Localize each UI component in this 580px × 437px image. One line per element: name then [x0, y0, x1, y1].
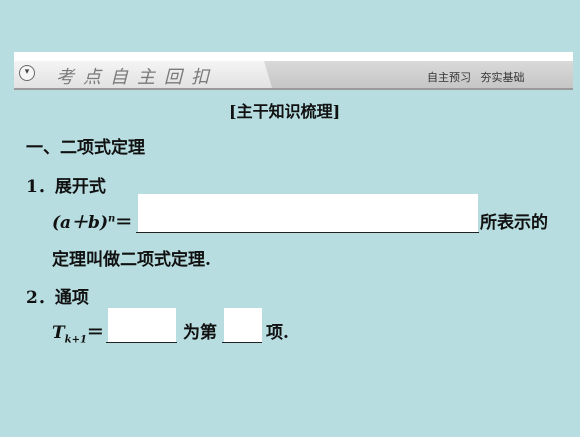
item2-mid: 为第: [183, 323, 217, 343]
item1-suffix: 所表示的: [480, 213, 548, 233]
answer-blank-general-term[interactable]: [108, 308, 176, 342]
banner-tab: [14, 61, 272, 88]
term-subscript: k+1: [64, 334, 87, 346]
item1-label: 1．展开式: [26, 177, 106, 197]
banner-divider: [14, 88, 573, 90]
item1-line2: 定理叫做二项式定理.: [52, 250, 211, 270]
heading-binomial-theorem: 一、二项式定理: [26, 138, 145, 158]
banner-title: 考点自主回扣: [56, 67, 218, 88]
blank-underline: [222, 342, 262, 343]
item2-label: 2．通项: [26, 288, 89, 308]
formula-exponent: n: [108, 213, 116, 225]
term-equals: ＝: [86, 323, 104, 343]
chevron-down-icon: ▾: [19, 65, 35, 81]
formula-equals: ＝: [115, 213, 133, 233]
blank-underline: [136, 232, 479, 233]
section-banner: ▾ 考点自主回扣 自主预习 夯实基础: [14, 52, 573, 90]
blank-underline: [106, 342, 177, 343]
term-T: T: [52, 323, 65, 343]
formula-text: (a＋b): [52, 213, 108, 233]
expansion-formula: (a＋b)n＝: [52, 208, 132, 233]
answer-blank-expansion[interactable]: [138, 194, 478, 232]
banner-subtitle: 自主预习 夯实基础: [427, 71, 525, 84]
general-term-formula: Tk+1＝: [52, 318, 104, 345]
answer-blank-term-index[interactable]: [224, 308, 262, 342]
section-title: [主干知识梳理]: [229, 102, 341, 121]
banner-top-strip: [14, 52, 573, 61]
item2-end: 项.: [266, 323, 289, 343]
